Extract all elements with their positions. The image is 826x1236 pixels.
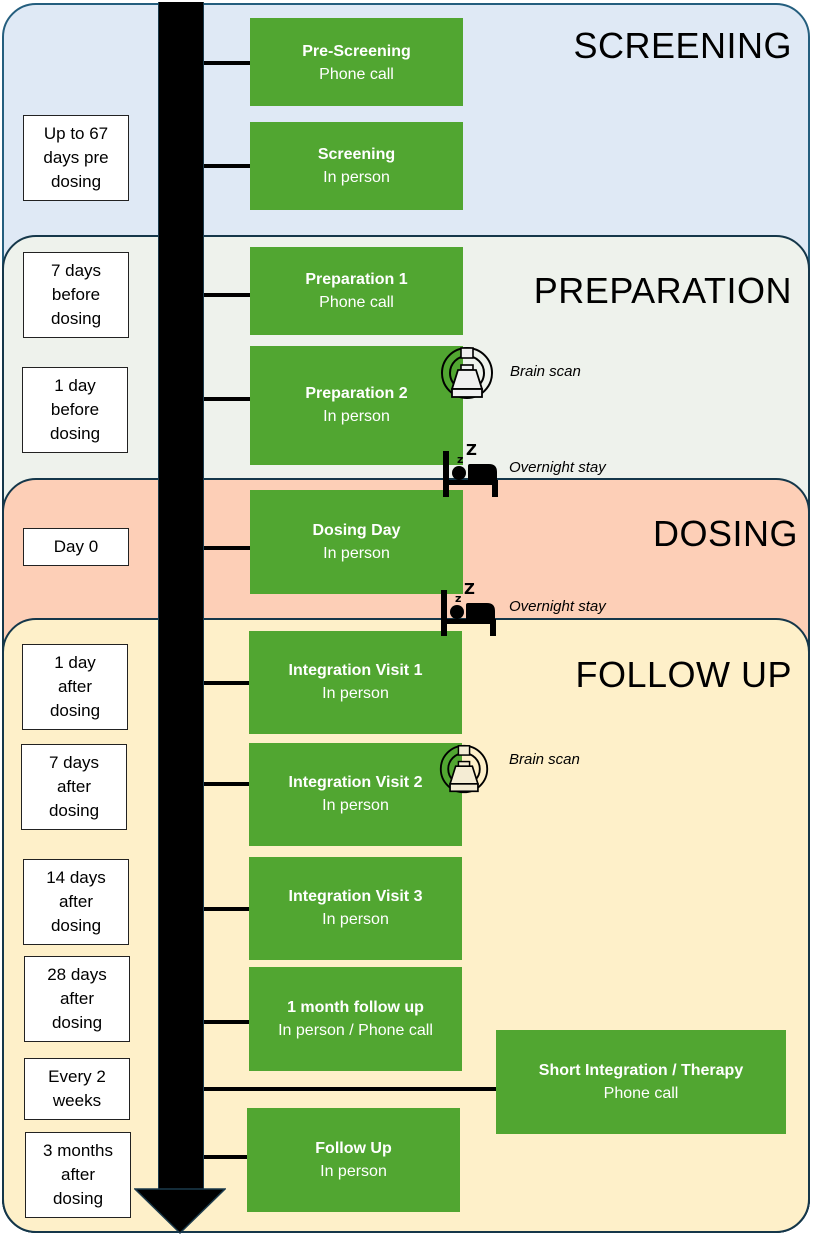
connector xyxy=(200,546,252,550)
svg-text:Z: Z xyxy=(464,580,475,598)
event-mode: In person xyxy=(323,545,390,562)
event-mode: In person xyxy=(320,1163,387,1180)
time-label: Every 2 weeks xyxy=(24,1058,130,1120)
connector xyxy=(200,397,252,401)
brain-scan-note: Brain scan xyxy=(510,363,581,380)
time-label: 3 months after dosing xyxy=(25,1132,131,1218)
event-title: Short Integration / Therapy xyxy=(538,1062,744,1079)
time-label: 1 day before dosing xyxy=(22,367,128,453)
svg-text:z: z xyxy=(455,592,461,605)
event-title: Screening xyxy=(317,146,396,163)
sleeping-bed-icon: z Z xyxy=(443,441,498,497)
event-mode: In person xyxy=(323,169,390,186)
event-title: Integration Visit 3 xyxy=(288,888,423,905)
connector xyxy=(200,907,250,911)
event-mode: In person xyxy=(323,408,390,425)
event-mode: In person xyxy=(322,797,389,814)
connector xyxy=(200,1087,496,1091)
overnight-stay-note: Overnight stay xyxy=(509,459,606,476)
event-mode: Phone call xyxy=(319,66,394,83)
event-short-integration-therapy: Short Integration / Therapy Phone call xyxy=(496,1030,786,1134)
sleeping-bed-icon: z Z xyxy=(441,580,496,636)
timeline-arrowhead-icon xyxy=(134,1188,226,1234)
event-dosing-day: Dosing Day In person xyxy=(250,490,463,594)
event-title: Pre-Screening xyxy=(302,43,411,60)
event-title: Integration Visit 2 xyxy=(288,774,423,791)
event-title: Follow Up xyxy=(315,1140,392,1157)
phase-title-dosing: DOSING xyxy=(652,513,798,554)
connector xyxy=(200,1020,250,1024)
event-title: Dosing Day xyxy=(312,522,401,539)
event-preparation-1: Preparation 1 Phone call xyxy=(250,247,463,335)
time-label: 1 day after dosing xyxy=(22,644,128,730)
event-integration-visit-2: Integration Visit 2 In person xyxy=(249,743,462,846)
event-integration-visit-3: Integration Visit 3 In person xyxy=(249,857,462,960)
event-preparation-2: Preparation 2 In person xyxy=(250,346,463,465)
time-label: 14 days after dosing xyxy=(23,859,129,945)
connector xyxy=(200,681,250,685)
phase-title-screening: SCREENING xyxy=(573,25,792,66)
event-title: Integration Visit 1 xyxy=(288,662,423,679)
brain-scan-note: Brain scan xyxy=(509,751,580,768)
event-pre-screening: Pre-Screening Phone call xyxy=(250,18,463,106)
time-label: 28 days after dosing xyxy=(24,956,130,1042)
event-mode: Phone call xyxy=(603,1085,679,1102)
connector xyxy=(200,782,250,786)
event-mode: Phone call xyxy=(319,294,394,311)
mri-scanner-icon xyxy=(439,744,489,794)
time-label: Day 0 xyxy=(23,528,129,566)
event-integration-visit-1: Integration Visit 1 In person xyxy=(249,631,462,734)
connector xyxy=(200,293,252,297)
event-mode: In person / Phone call xyxy=(278,1022,433,1039)
event-mode: In person xyxy=(322,685,389,702)
event-screening: Screening In person xyxy=(250,122,463,210)
overnight-stay-note: Overnight stay xyxy=(509,598,606,615)
event-title: Preparation 2 xyxy=(305,385,408,402)
timeline-bar xyxy=(158,2,204,1190)
event-follow-up: Follow Up In person xyxy=(247,1108,460,1212)
connector xyxy=(200,164,252,168)
connector xyxy=(200,1155,248,1159)
phase-title-followup: FOLLOW UP xyxy=(575,654,792,695)
time-label: 7 days after dosing xyxy=(21,744,127,830)
svg-text:z: z xyxy=(457,453,463,466)
mri-scanner-icon xyxy=(441,347,493,399)
time-label: Up to 67 days pre dosing xyxy=(23,115,129,201)
time-label: 7 days before dosing xyxy=(23,252,129,338)
connector xyxy=(200,61,252,65)
phase-title-preparation: PREPARATION xyxy=(533,270,792,311)
event-title: Preparation 1 xyxy=(305,271,408,288)
event-mode: In person xyxy=(322,911,389,928)
event-title: 1 month follow up xyxy=(287,999,424,1016)
svg-text:Z: Z xyxy=(466,441,477,459)
event-1-month-follow-up: 1 month follow up In person / Phone call xyxy=(249,967,462,1071)
